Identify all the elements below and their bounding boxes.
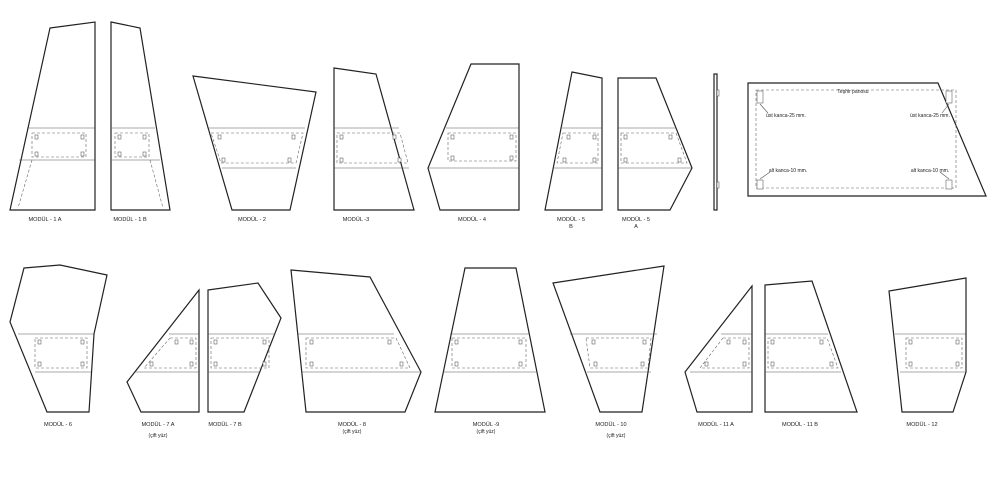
module-1a [9,21,96,211]
module-7a-label: MODÜL - 7 A [141,421,174,428]
module-8-label: MODÜL - 8 [338,421,366,428]
module-7a-note: (çift yüz) [149,433,168,439]
module-5a-label: MODÜL - 5 [622,216,650,223]
module-2-label: MODÜL - 2 [238,216,266,223]
module-11a-label: MODÜL - 11 A [698,421,734,428]
module-4-label: MODÜL - 4 [458,216,486,223]
module-11b-label: MODÜL - 11 B [782,421,818,428]
module-1b [110,21,171,211]
module-5a-sub: A [634,224,638,230]
module-7a [126,288,200,413]
display-board-detail [747,82,987,197]
module-5b-label: MODÜL - 5 [557,216,585,223]
module-9 [434,267,546,413]
module-12-label: MODÜL - 12 [906,421,937,428]
module-3 [333,67,415,211]
module-7b-label: MODÜL - 7 B [208,421,242,428]
display-board-title: Teşhir panosu [837,89,868,95]
module-10-label: MODÜL - 10 [595,421,626,428]
top-hook-right-note: üst kanca-25 mm. [910,113,950,119]
module-5b-sub: B [569,224,573,230]
module-11a [684,284,753,413]
module-5b [544,71,603,211]
module-8-note: (çift yüz) [343,429,362,435]
module-6 [9,264,108,413]
module-10 [552,265,665,413]
module-1b-label: MODÜL - 1 B [113,216,147,223]
panel-side-section [713,73,720,211]
module-12 [888,277,967,413]
module-1a-label: MODÜL - 1 A [28,216,61,223]
module-8 [290,269,422,413]
module-11b [764,280,858,413]
bottom-hook-left-note: alt kanca-10 mm. [769,168,807,174]
module-4 [427,63,520,211]
module-9-label: MODÜL -9 [473,421,500,428]
module-9-note: (çift yüz) [477,429,496,435]
module-6-label: MODÜL - 6 [44,421,72,428]
module-2 [192,75,317,211]
module-5a [617,77,693,211]
top-hook-left-note: üst kanca-25 mm. [766,113,806,119]
module-3-label: MODÜL -3 [343,216,370,223]
module-10-note: (çift yüz) [607,433,626,439]
module-7b [207,282,282,413]
bottom-hook-right-note: alt kanca-10 mm. [911,168,949,174]
